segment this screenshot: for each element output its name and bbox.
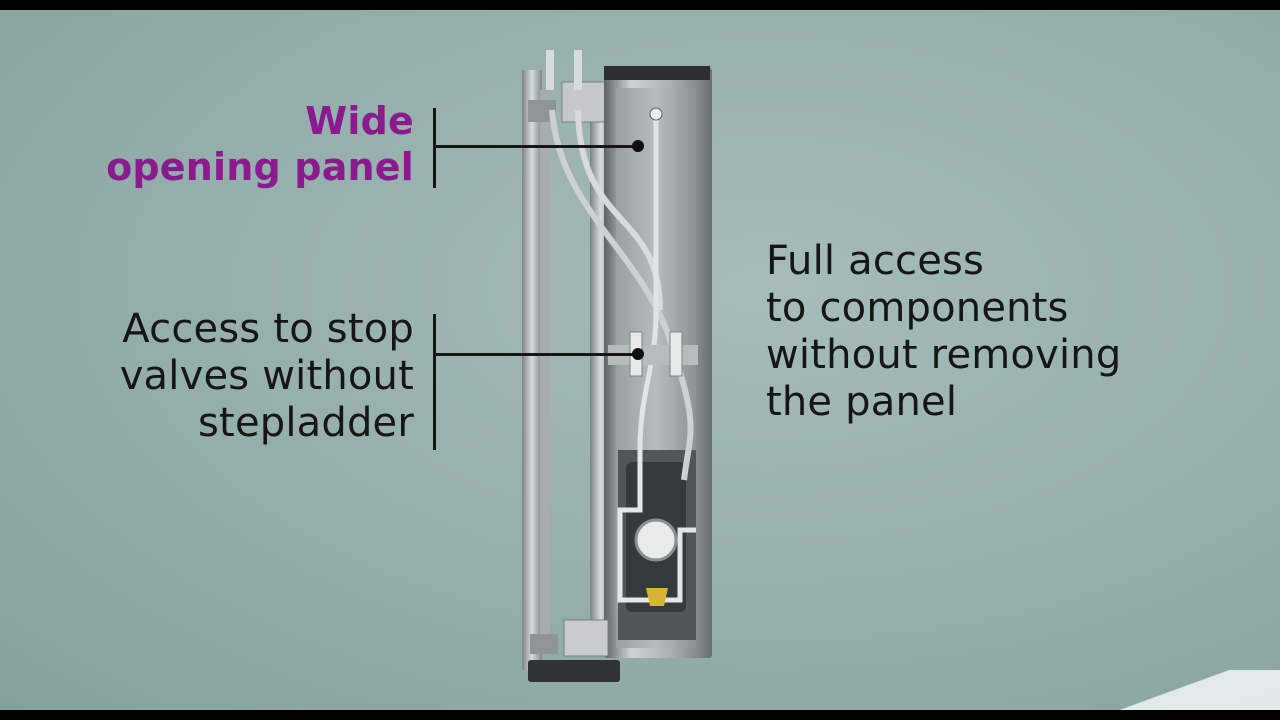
callout-wide-opening-dot xyxy=(632,140,644,152)
mixer-valve xyxy=(634,518,678,562)
top-outlet xyxy=(649,107,663,121)
bottom-tray xyxy=(528,660,620,682)
callout-stop-valves-line3: stepladder xyxy=(198,400,414,446)
panel-cap xyxy=(604,66,710,80)
callout-wide-opening: Wide opening panel xyxy=(60,98,414,190)
callout-full-access-line2: to components xyxy=(766,285,1069,331)
bottom-bracket xyxy=(563,619,609,657)
callout-stop-valves-bar xyxy=(433,314,436,450)
bottom-hinge xyxy=(530,634,558,654)
top-hinge xyxy=(528,100,556,122)
callout-full-access-line4: the panel xyxy=(766,379,958,425)
callout-wide-opening-line1: Wide xyxy=(305,99,414,143)
callout-wide-opening-line2: opening panel xyxy=(106,145,414,189)
video-frame: Wide opening panel Access to stop valves… xyxy=(0,10,1280,710)
callout-stop-valves-line2: valves without xyxy=(119,353,414,399)
brass-valve xyxy=(646,588,668,606)
callout-full-access-line1: Full access xyxy=(766,238,985,284)
callout-full-access: Full access to components without removi… xyxy=(766,238,1186,426)
callout-stop-valves: Access to stop valves without stepladder xyxy=(40,306,414,447)
callout-full-access-line3: without removing xyxy=(766,332,1122,378)
hose-fitting-2 xyxy=(574,50,582,90)
pipe-loop xyxy=(617,450,696,603)
callout-stop-valves-leader xyxy=(436,353,636,356)
callout-wide-opening-bar xyxy=(433,108,436,188)
top-bracket xyxy=(561,81,611,123)
floor xyxy=(1120,670,1280,710)
hose-center xyxy=(637,116,659,451)
door-edge xyxy=(540,90,550,650)
door-rail xyxy=(522,70,542,670)
callout-wide-opening-leader xyxy=(436,145,636,148)
hose-fitting-1 xyxy=(546,50,554,90)
shower-panel-illustration xyxy=(522,50,712,682)
callout-stop-valves-line1: Access to stop xyxy=(122,306,414,352)
hose-left xyxy=(549,109,694,481)
callout-stop-valves-dot xyxy=(632,348,644,360)
stop-valve-right xyxy=(669,331,683,377)
